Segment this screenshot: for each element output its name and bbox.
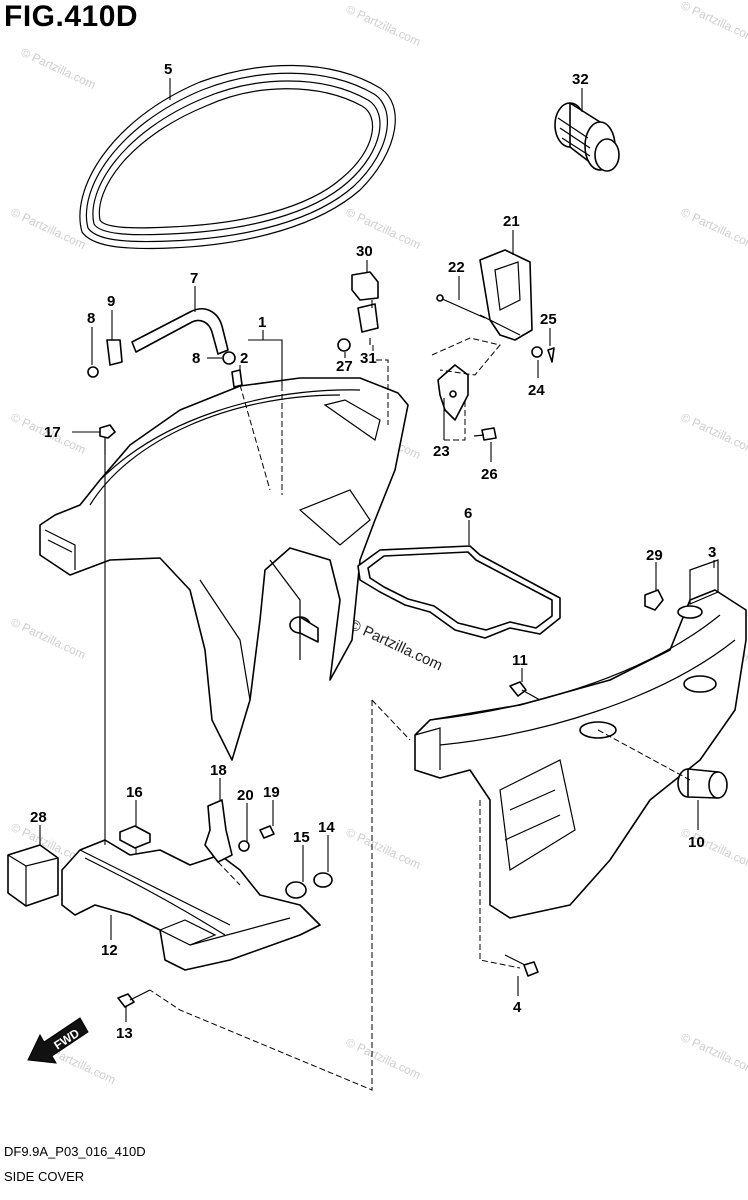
part-14-cap — [313, 872, 333, 888]
watermark: © Partzilla.com — [679, 0, 748, 45]
part-17-screw — [99, 424, 116, 455]
callout-8: 8 — [87, 310, 95, 327]
callout-9: 9 — [107, 293, 115, 310]
callout-27: 27 — [336, 358, 353, 375]
callout-8b: 8 — [192, 350, 200, 367]
part-31-plate — [357, 303, 379, 333]
part-8-nut — [222, 351, 236, 365]
callout-1: 1 — [258, 314, 266, 331]
callout-4: 4 — [513, 999, 522, 1016]
watermark: © Partzilla.com — [9, 615, 88, 662]
callout-19: 19 — [263, 784, 280, 801]
assembly-lines — [135, 337, 691, 1091]
callout-29: 29 — [646, 547, 663, 564]
watermark: © Partzilla.com — [679, 205, 748, 252]
callout-labels: 5 32 7 9 8 1 8 2 17 30 27 31 21 22 25 24… — [30, 61, 716, 1042]
part-1-side-cover — [39, 377, 409, 761]
callout-23: 23 — [433, 443, 450, 460]
callout-10: 10 — [688, 834, 705, 851]
callout-20: 20 — [237, 787, 254, 804]
callout-14: 14 — [318, 819, 335, 836]
callout-6: 6 — [464, 505, 472, 522]
part-2-fitting — [231, 369, 243, 388]
part-6-seal-frame — [357, 545, 561, 639]
figure-title: FIG.410D — [4, 0, 139, 33]
part-16-clip — [119, 825, 151, 849]
callout-21: 21 — [503, 213, 520, 230]
callout-24: 24 — [528, 382, 545, 399]
watermark: © Partzilla.com — [679, 410, 748, 457]
callout-2: 2 — [240, 350, 248, 367]
part-27-nut — [337, 338, 351, 352]
part-30-cap — [351, 271, 379, 301]
part-20-washer — [238, 840, 250, 852]
leader-lines — [39, 78, 715, 1022]
part-24-washer — [531, 346, 543, 358]
callout-13: 13 — [116, 1025, 133, 1042]
callout-16: 16 — [126, 784, 143, 801]
part-5-seal — [79, 64, 396, 250]
watermark: © Partzilla.com — [19, 45, 98, 92]
callout-18: 18 — [210, 762, 227, 779]
callout-31: 31 — [360, 350, 377, 367]
part-29-cap — [644, 589, 664, 611]
callout-7: 7 — [190, 270, 198, 287]
callout-17: 17 — [44, 424, 61, 441]
part-8-nut — [87, 366, 99, 378]
callout-22: 22 — [448, 259, 465, 276]
figure-name: SIDE COVER — [4, 1169, 85, 1184]
arrow-fwd-icon — [27, 1017, 89, 1064]
figure-code: DF9.9A_P03_016_410D — [4, 1144, 146, 1159]
part-13-bolt — [117, 989, 151, 1008]
part-4-bolt — [504, 954, 539, 977]
part-23-bracket — [437, 364, 469, 421]
watermark: © Partzilla.com — [9, 205, 88, 252]
part-21-latch — [479, 249, 533, 341]
callout-30: 30 — [356, 243, 373, 260]
watermark: © Partzilla.com — [679, 1030, 748, 1077]
callout-11: 11 — [512, 652, 528, 669]
part-28-pad — [7, 844, 59, 907]
callout-5: 5 — [164, 61, 172, 78]
part-25-clip — [547, 347, 555, 363]
part-10-bushing — [677, 768, 728, 799]
callout-25: 25 — [540, 311, 557, 328]
part-22-pin — [436, 294, 486, 319]
part-12-bottom-cover — [61, 839, 321, 971]
part-7-hose — [131, 308, 229, 355]
part-19-screw — [259, 825, 275, 839]
watermark: © Partzilla.com — [344, 1035, 423, 1082]
part-11-screw — [509, 681, 541, 701]
watermark-main: © Partzilla.com — [346, 616, 445, 674]
callout-3: 3 — [708, 544, 716, 561]
part-15-grommet — [285, 881, 307, 899]
part-32-grommet — [554, 102, 620, 172]
callout-28: 28 — [30, 809, 47, 826]
callout-26: 26 — [481, 466, 498, 483]
callout-12: 12 — [101, 942, 118, 959]
part-18-bracket — [204, 799, 233, 863]
part-26-bolt — [473, 427, 497, 441]
fasteners — [87, 294, 664, 1008]
watermark: © Partzilla.com — [344, 2, 423, 49]
callout-15: 15 — [293, 829, 310, 846]
callout-32: 32 — [572, 71, 589, 88]
part-3-side-cover — [414, 559, 747, 919]
part-9-clamp — [106, 339, 123, 366]
watermark: © Partzilla.com — [344, 825, 423, 872]
